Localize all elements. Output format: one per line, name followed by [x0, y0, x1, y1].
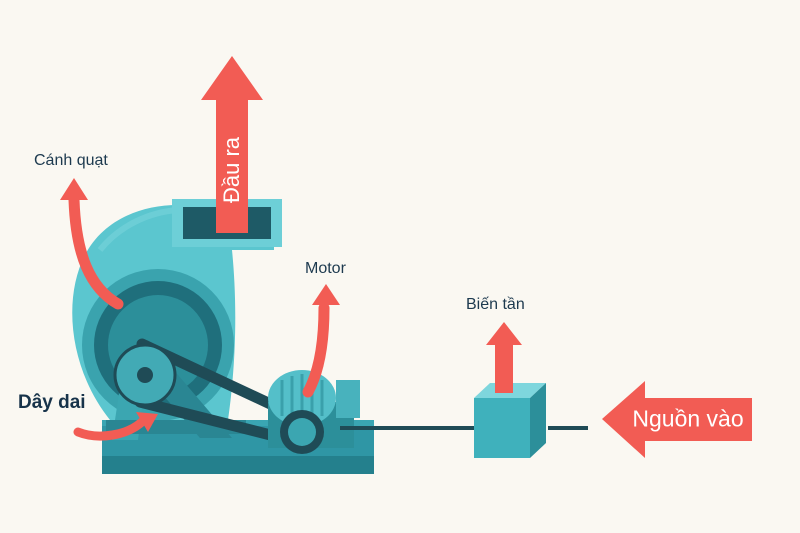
fan-blade-arrow	[60, 178, 124, 310]
power-input-arrow	[602, 381, 752, 458]
label-belt: Dây dai	[18, 392, 86, 413]
belt-arrow	[73, 412, 158, 441]
outlet-arrow	[201, 56, 263, 233]
label-motor: Motor	[305, 260, 346, 277]
inverter-box	[474, 383, 546, 458]
motor	[268, 370, 360, 454]
fan-pulley	[113, 343, 177, 407]
label-power-input: Nguồn vào	[632, 405, 744, 432]
motor-arrow	[302, 284, 340, 398]
label-outlet: Đầu ra	[219, 136, 244, 204]
label-inverter: Biến tần	[466, 296, 525, 313]
inverter-arrow	[486, 322, 522, 393]
label-fan-blade: Cánh quạt	[34, 152, 108, 169]
